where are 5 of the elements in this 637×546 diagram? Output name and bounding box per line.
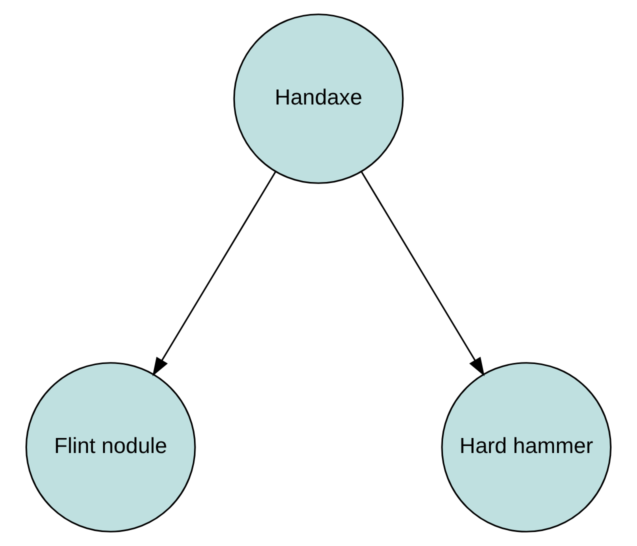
- arrow: [152, 171, 276, 376]
- arrow: [360, 171, 485, 376]
- node-circle: Hard hammer: [441, 362, 612, 532]
- node-circle: Flint nodule: [25, 362, 196, 532]
- node-circle: Handaxe: [233, 14, 404, 184]
